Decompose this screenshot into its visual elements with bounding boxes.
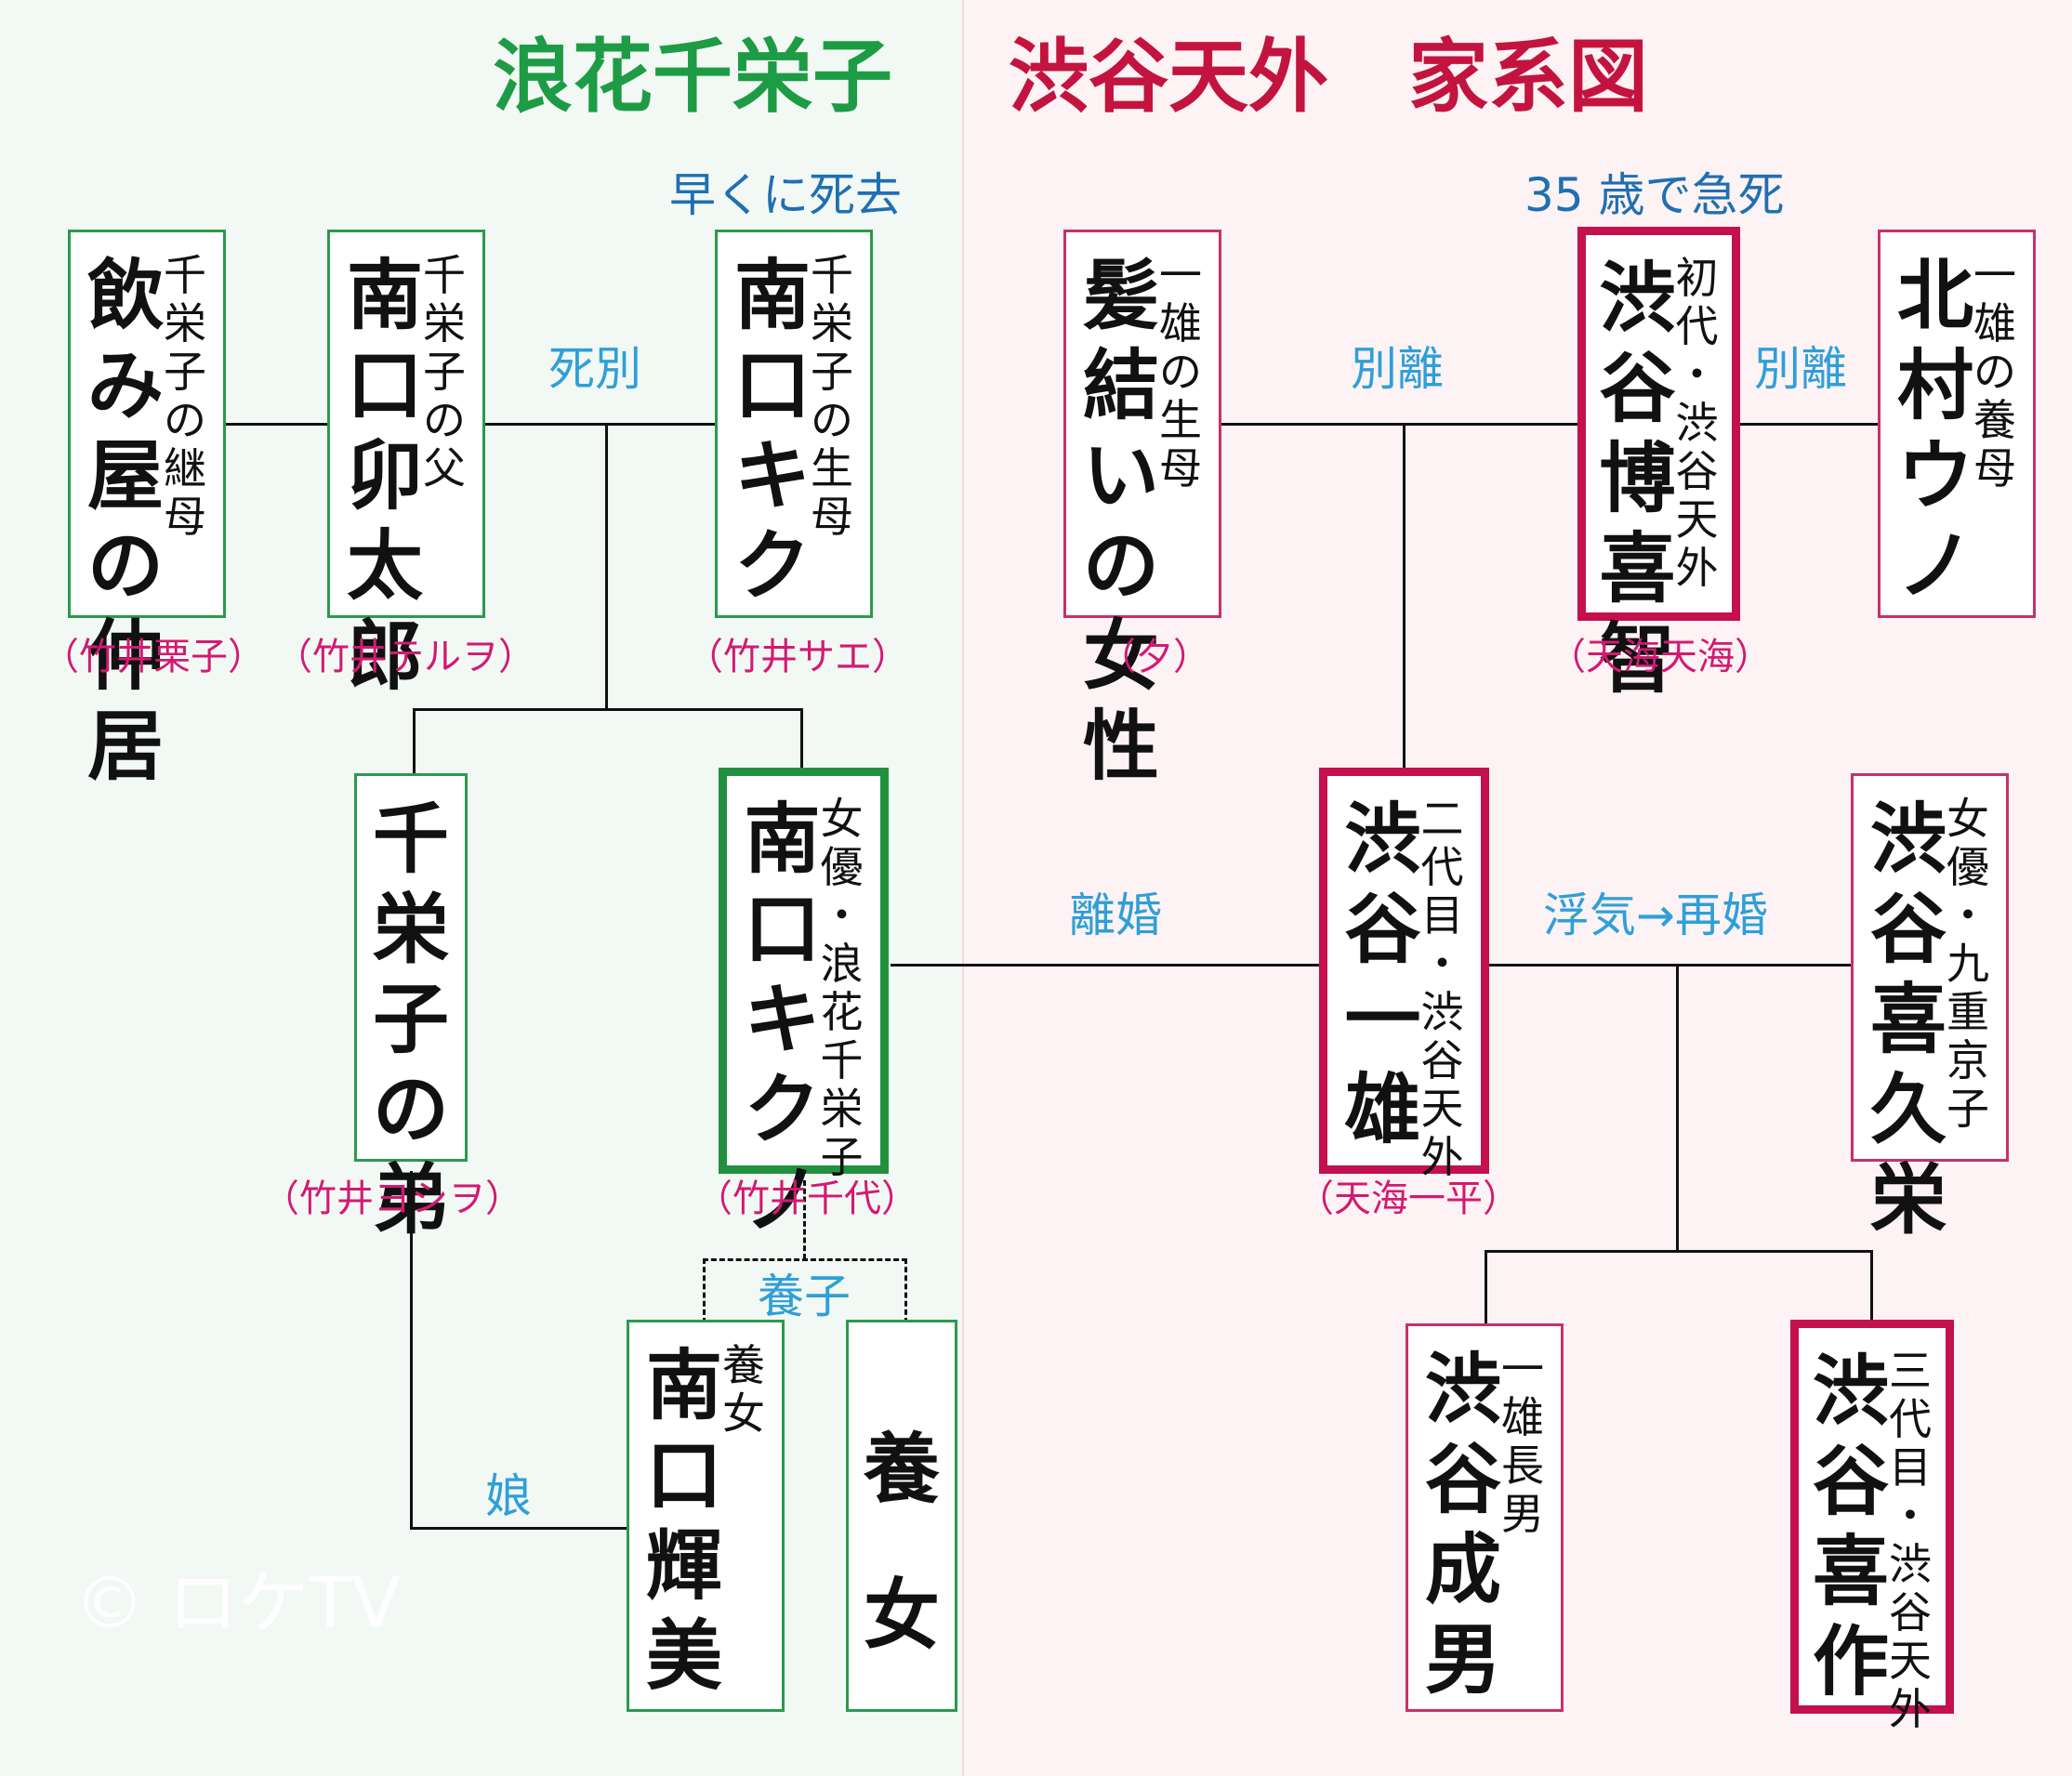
kisaku-role: 三代目・渋谷天外 (1889, 1346, 1932, 1734)
kikue-name: 渋谷喜久栄 (1869, 795, 1947, 1244)
line-sons-bar (1485, 1250, 1873, 1253)
kiku-role: 千栄子の生母 (811, 250, 853, 542)
line-adoption-bracket (703, 1258, 907, 1323)
person-naruo: 一雄長男 渋谷成男 (1406, 1323, 1564, 1712)
line-adoption-stem (803, 1180, 806, 1259)
note-kiku-death: 早くに死去 (669, 168, 902, 222)
hiroki-name: 渋谷博喜智 (1599, 254, 1676, 704)
person-terumi: 養女 南口輝美 (627, 1320, 785, 1712)
line-to-kazuo (1403, 423, 1406, 770)
label-betsuri-1: 別離 (1351, 342, 1444, 396)
actor-kazuo: （天海一平） (1297, 1177, 1520, 1220)
line-to-naruo (1485, 1250, 1487, 1324)
line-otoko-down (410, 1171, 413, 1529)
label-saikon: 浮気→再婚 (1543, 888, 1768, 942)
kikuno-role: 女優・浪花千栄子 (820, 794, 864, 1182)
watermark: © ロケTV (74, 1561, 401, 1644)
person-nakai: 千栄子の継母 飲み屋の仲居 (68, 230, 226, 791)
otoko-name: 千栄子の弟 (372, 795, 449, 1244)
person-otoko: 千栄子の弟 (354, 773, 468, 1244)
nakai-role: 千栄子の継母 (164, 250, 206, 542)
line-to-kikuno (800, 708, 803, 773)
actor-kiku: （竹井サエ） (686, 636, 909, 678)
line-to-otoko (413, 708, 416, 773)
line-hiroki-uno (1738, 423, 1879, 426)
kiku-name: 南口キク (733, 251, 811, 611)
title-shibuya-family-tree: 渋谷天外 家系図 (1009, 31, 1648, 124)
person-kikuno: 女優・浪花千栄子 南口キクノ (719, 768, 889, 1244)
person-utaro: 千栄子の父 南口卯太郎 (327, 230, 485, 701)
kamiyui-role: 一雄の生母 (1159, 250, 1202, 493)
line-musume (410, 1527, 627, 1530)
actor-hiroki: （天海天海） (1549, 636, 1772, 678)
label-musume: 娘 (485, 1469, 532, 1523)
yojo-name: 養女 (863, 1425, 940, 1660)
person-yojo: 養女 (846, 1320, 957, 1712)
uno-name: 北村ウノ (1896, 251, 1973, 611)
line-to-kisaku (1870, 1250, 1873, 1324)
kazuo-role: 二代目・渋谷天外 (1420, 794, 1464, 1182)
person-kikue: 女優・九重京子 渋谷喜久栄 (1851, 773, 2009, 1244)
side-divider (962, 0, 964, 1776)
terumi-role: 養女 (722, 1340, 765, 1439)
actor-nakai: （竹井栗子） (42, 636, 265, 678)
actor-kamiyui: （夕） (1099, 636, 1210, 678)
utaro-name: 南口卯太郎 (346, 251, 423, 701)
kazuo-name: 渋谷一雄 (1344, 795, 1421, 1154)
hiroki-role: 初代・渋谷天外 (1675, 253, 1719, 593)
line-kamiyui-hiroki (1221, 423, 1580, 426)
naruo-name: 渋谷成男 (1424, 1345, 1501, 1704)
title-naniwa: 浪花千栄子 (493, 31, 892, 124)
kisaku-name: 渋谷喜作 (1812, 1347, 1889, 1706)
person-kisaku: 三代目・渋谷天外 渋谷喜作 (1790, 1320, 1954, 1733)
line-saikon (1487, 964, 1852, 967)
note-hiroki-death: 35 歳で急死 (1524, 168, 1785, 222)
person-kamiyui: 一雄の生母 髪結いの女性 (1063, 230, 1221, 791)
person-kazuo: 二代目・渋谷天外 渋谷一雄 (1319, 768, 1489, 1181)
utaro-role: 千栄子の父 (423, 250, 466, 493)
label-rikon: 離婚 (1069, 888, 1162, 942)
kamiyui-name: 髪結いの女性 (1082, 251, 1159, 791)
line-utaro-kiku (484, 423, 716, 426)
line-saikon-down (1676, 964, 1679, 1252)
label-betsuri-2: 別離 (1754, 342, 1847, 396)
line-rikon (891, 964, 1322, 967)
actor-utaro: （竹井テルヲ） (275, 636, 535, 678)
line-nakai-utaro (225, 423, 327, 426)
terumi-name: 南口輝美 (645, 1341, 722, 1701)
nakai-name: 飲み屋の仲居 (86, 251, 164, 791)
naruo-role: 一雄長男 (1501, 1344, 1544, 1539)
person-uno: 一雄の養母 北村ウノ (1878, 230, 2036, 618)
person-hiroki: 初代・渋谷天外 渋谷博喜智 (1577, 227, 1740, 704)
kikuno-name: 南口キクノ (744, 795, 821, 1244)
label-yoshi: 養子 (758, 1270, 851, 1323)
actor-otoko: （竹井ヨシヲ） (262, 1177, 522, 1220)
kikue-role: 女優・九重京子 (1947, 794, 1989, 1134)
line-parents-down (605, 423, 608, 709)
person-kiku: 千栄子の生母 南口キク (715, 230, 873, 618)
uno-role: 一雄の養母 (1973, 250, 2016, 493)
actor-kikuno: （竹井千代） (695, 1177, 918, 1220)
line-children-bar (413, 708, 803, 711)
label-shibetsu: 死別 (548, 342, 641, 396)
